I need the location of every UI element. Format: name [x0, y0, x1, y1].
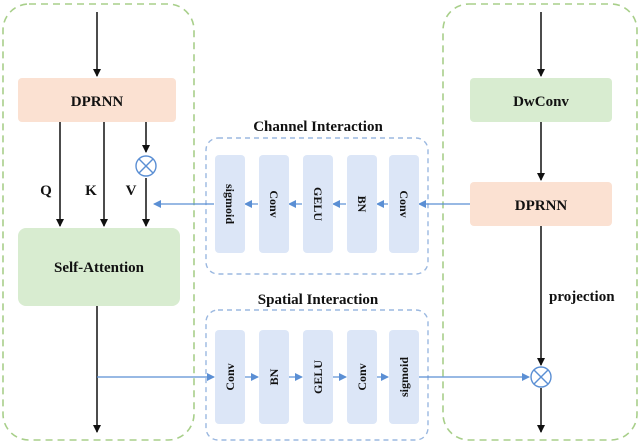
channel-block: GELU	[303, 155, 333, 253]
q-label: Q	[40, 183, 52, 199]
v-label: V	[126, 183, 137, 199]
channel-block-label: Conv	[267, 190, 281, 217]
spatial-block: Conv	[347, 330, 377, 424]
spatial-interaction-title: Spatial Interaction	[258, 292, 379, 308]
dwconv-label: DwConv	[513, 94, 569, 110]
right-dprnn-label: DPRNN	[515, 198, 568, 214]
right-block-container	[442, 3, 638, 441]
channel-block: sigmoid	[215, 155, 245, 253]
spatial-block-label: Conv	[355, 363, 369, 390]
spatial-interaction-container	[205, 309, 429, 441]
projection-label: projection	[549, 289, 615, 305]
channel-block: Conv	[259, 155, 289, 253]
channel-block-label: GELU	[311, 187, 325, 221]
spatial-block-label: BN	[267, 368, 281, 385]
v-multiply-icon	[135, 155, 157, 177]
self-attention-box	[18, 228, 180, 306]
self-attention-label: Self-Attention	[54, 260, 145, 276]
channel-block-label: Conv	[397, 190, 411, 217]
left-dprnn-box	[18, 78, 176, 122]
spatial-block: GELU	[303, 330, 333, 424]
dwconv-box	[470, 78, 612, 122]
spatial-block-label: Conv	[223, 363, 237, 390]
channel-block: Conv	[389, 155, 419, 253]
channel-block: BN	[347, 155, 377, 253]
channel-block-label: sigmoid	[223, 184, 237, 224]
left-dprnn-label: DPRNN	[71, 94, 124, 110]
spatial-block: sigmoid	[389, 330, 419, 424]
spatial-block-label: sigmoid	[397, 357, 411, 397]
right-dprnn-box	[470, 182, 612, 226]
output-multiply-icon	[530, 366, 552, 388]
spatial-block: BN	[259, 330, 289, 424]
left-block-container	[2, 3, 195, 441]
spatial-block: Conv	[215, 330, 245, 424]
spatial-block-label: GELU	[311, 360, 325, 394]
channel-interaction-title: Channel Interaction	[253, 119, 383, 135]
channel-block-label: BN	[355, 196, 369, 213]
channel-interaction-container	[205, 137, 429, 275]
k-label: K	[85, 183, 97, 199]
